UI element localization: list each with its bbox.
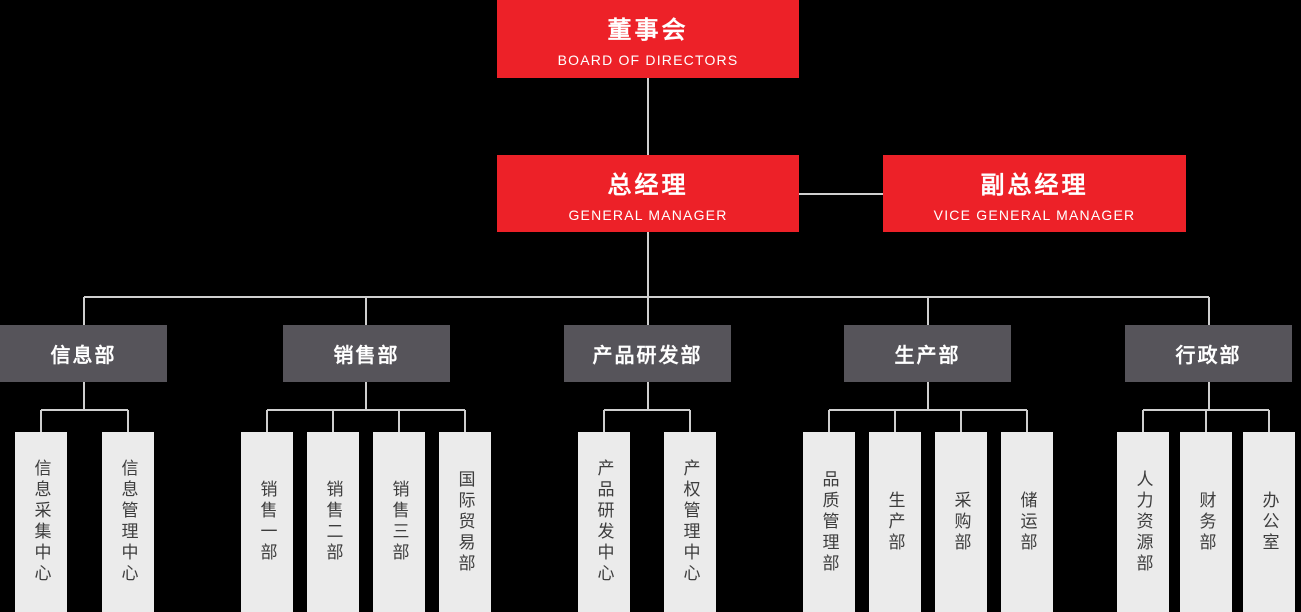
sub-quality-management: 品质管理部: [803, 432, 855, 612]
sub-info-management-center: 信息管理中心: [102, 432, 154, 612]
vice-general-manager-title: 副总经理: [980, 171, 1089, 199]
sub-international-trade: 国际贸易部: [439, 432, 491, 612]
general-manager-subtitle: GENERAL MANAGER: [568, 206, 728, 223]
sub-product-rd-center: 产品研发中心: [578, 432, 630, 612]
sub-finance: 财务部: [1180, 432, 1232, 612]
sub-sales-dept-2: 销售二部: [307, 432, 359, 612]
dept-product-rd: 产品研发部: [564, 325, 731, 382]
sub-human-resources: 人力资源部: [1117, 432, 1169, 612]
dept-information: 信息部: [0, 325, 167, 382]
sub-storage-transport: 储运部: [1001, 432, 1053, 612]
board-subtitle: BOARD OF DIRECTORS: [557, 52, 739, 68]
sub-sales-dept-3: 销售三部: [373, 432, 425, 612]
general-manager-title: 总经理: [607, 171, 689, 199]
sub-sales-dept-1: 销售一部: [241, 432, 293, 612]
vice-general-manager-subtitle: VICE GENERAL MANAGER: [933, 206, 1136, 223]
general-manager-node: 总经理 GENERAL MANAGER: [497, 155, 799, 232]
sub-office: 办公室: [1243, 432, 1295, 612]
dept-administration: 行政部: [1125, 325, 1292, 382]
board-of-directors-node: 董事会 BOARD OF DIRECTORS: [497, 0, 799, 78]
sub-production: 生产部: [869, 432, 921, 612]
dept-production: 生产部: [844, 325, 1011, 382]
sub-info-collection-center: 信息采集中心: [15, 432, 67, 612]
sub-purchasing: 采购部: [935, 432, 987, 612]
dept-sales: 销售部: [283, 325, 450, 382]
sub-ip-management-center: 产权管理中心: [664, 432, 716, 612]
vice-general-manager-node: 副总经理 VICE GENERAL MANAGER: [883, 155, 1186, 232]
board-title: 董事会: [607, 17, 689, 44]
